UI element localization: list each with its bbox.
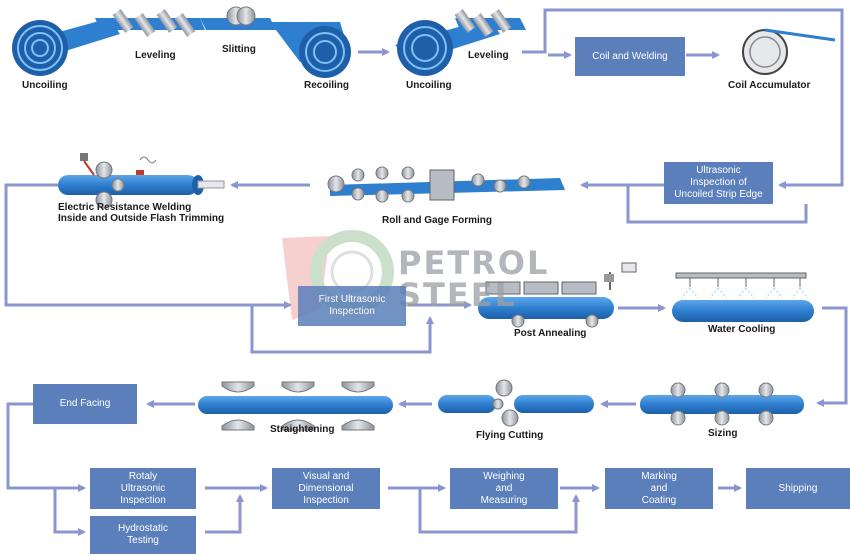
- box-weighing-measuring: Weighing and Measuring: [450, 468, 558, 509]
- water-cooling-icon: [672, 272, 814, 322]
- straightening-icon: [198, 381, 393, 431]
- box-weighing-measuring-text: Weighing and Measuring: [480, 470, 528, 506]
- box-shipping-text: Shipping: [778, 482, 818, 494]
- box-coil-and-welding-text: Coil and Welding: [592, 50, 668, 62]
- watermark-text-line2: STEEL: [398, 276, 517, 314]
- post-annealing-icon: [478, 262, 637, 328]
- box-shipping: Shipping: [746, 468, 850, 509]
- uncoiling-coil-icon: [12, 18, 120, 76]
- box-first-ultrasonic-text: First Ultrasonic Inspection: [318, 294, 386, 317]
- recoiling-coil-icon: [270, 22, 351, 78]
- box-first-ultrasonic: First Ultrasonic Inspection: [298, 286, 406, 326]
- box-hydrostatic-testing: Hydrostatic Testing: [90, 516, 196, 554]
- box-visual-dimensional-text: Visual and Dimensional Inspection: [298, 470, 354, 506]
- label-flying-cutting: Flying Cutting: [476, 430, 544, 441]
- leveling-rollers-2-icon: [454, 9, 526, 37]
- sizing-icon: [640, 382, 804, 426]
- roll-gage-forming-icon: [327, 166, 565, 203]
- leveling-rollers-icon: [95, 9, 205, 37]
- watermark-logo-icon: [282, 230, 394, 320]
- box-end-facing: End Facing: [33, 384, 137, 424]
- box-hydrostatic-testing-text: Hydrostatic Testing: [117, 523, 168, 546]
- label-erw: Electric Resistance Welding Inside and O…: [58, 202, 225, 224]
- label-roll-gage-forming: Roll and Gage Forming: [382, 215, 493, 226]
- flying-cutting-icon: [438, 379, 594, 427]
- box-marking-coating: Marking and Coating: [605, 468, 713, 509]
- box-ultrasonic-strip-edge: Ultrasonic Inspection of Uncoiled Strip …: [664, 162, 773, 204]
- erw-machine-icon: [58, 153, 225, 209]
- label-leveling: Leveling: [135, 50, 176, 61]
- label-uncoiling: Uncoiling: [22, 80, 68, 91]
- label-recoiling: Recoiling: [304, 80, 350, 91]
- box-rotaly-ultrasonic-text: Rotaly Ultrasonic Inspection: [120, 470, 166, 506]
- label-water-cooling: Water Cooling: [708, 324, 776, 335]
- box-visual-dimensional: Visual and Dimensional Inspection: [272, 468, 380, 509]
- watermark-text-line1: PETROL: [398, 244, 550, 282]
- slitting-icon: [200, 6, 276, 30]
- box-end-facing-text: End Facing: [59, 398, 111, 409]
- label-post-annealing: Post Annealing: [514, 328, 587, 339]
- coil-accumulator-icon: [742, 28, 836, 75]
- flow-arrows: [4, 8, 848, 536]
- label-slitting: Slitting: [222, 44, 256, 55]
- box-marking-coating-text: Marking and Coating: [641, 470, 677, 506]
- label-uncoiling-2: Uncoiling: [406, 80, 452, 91]
- label-sizing: Sizing: [708, 428, 738, 439]
- box-rotaly-ultrasonic: Rotaly Ultrasonic Inspection: [90, 468, 196, 509]
- label-leveling-2: Leveling: [468, 50, 509, 61]
- box-ultrasonic-strip-edge-text: Ultrasonic Inspection of Uncoiled Strip …: [674, 165, 763, 200]
- label-straightening: Straightening: [270, 424, 335, 435]
- box-coil-and-welding: Coil and Welding: [575, 37, 685, 76]
- label-coil-accumulator: Coil Accumulator: [728, 80, 811, 91]
